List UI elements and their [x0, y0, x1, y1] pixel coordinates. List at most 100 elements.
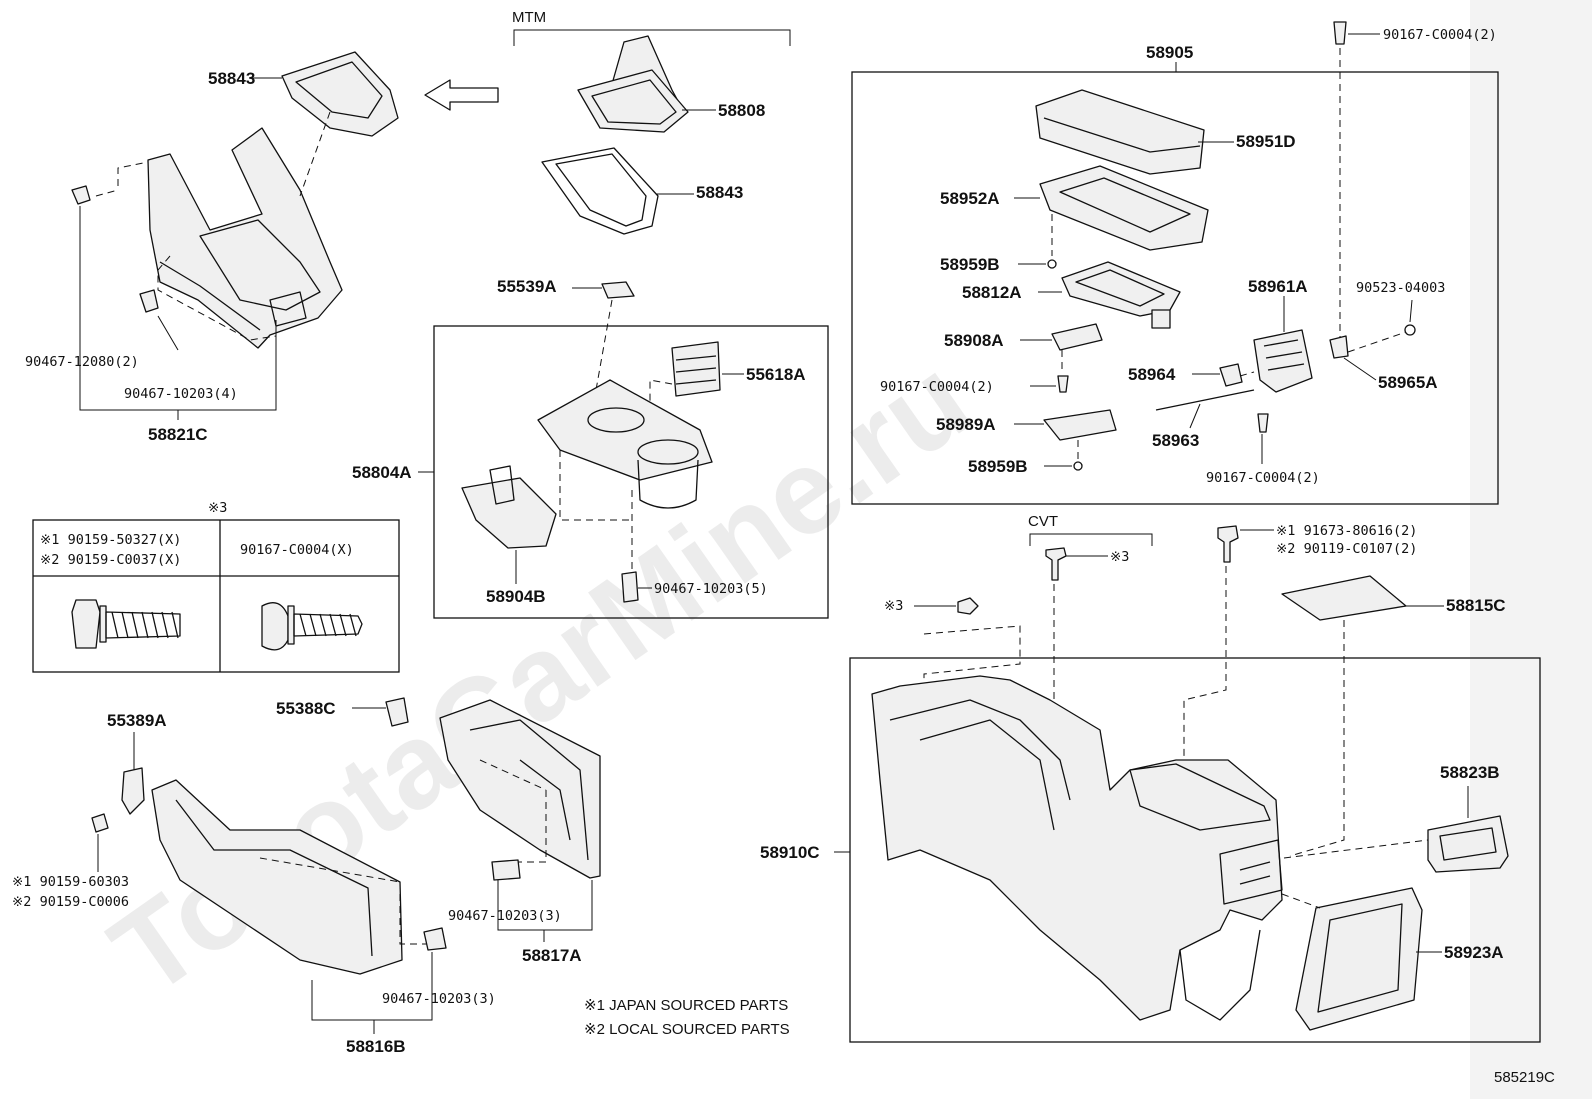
label-55618a: 55618A — [746, 365, 806, 384]
part-58961a-hinge — [1253, 329, 1313, 393]
label-58804a: 58804A — [352, 463, 412, 482]
part-58843-top-bezel — [281, 51, 399, 137]
label-90467-12080: 90467-12080(2) — [25, 354, 139, 370]
dash — [508, 790, 547, 863]
part-58964-stopper — [1219, 363, 1243, 387]
label-58904b: 58904B — [486, 587, 546, 606]
flange-bolt-icon — [71, 599, 181, 649]
label-ref3-screw: ※3 — [884, 598, 903, 614]
part-58959b-pad — [1047, 259, 1057, 269]
part-58923a-panel — [1295, 887, 1423, 1031]
label-55539a: 55539A — [497, 277, 557, 296]
leader — [1409, 299, 1413, 323]
label-58843-mid: 58843 — [696, 183, 743, 202]
label-58910c: 58910C — [760, 843, 820, 862]
part-screw-90159 — [91, 813, 109, 833]
part-58959b-pad-2 — [1073, 461, 1083, 471]
dash — [1239, 371, 1255, 377]
part-clip-90467-10203-5 — [621, 571, 639, 603]
part-58821c-console-panel — [147, 127, 343, 349]
label-55388c: 55388C — [276, 699, 336, 718]
part-58989a-cover — [1043, 409, 1117, 441]
label-58821c: 58821C — [148, 425, 208, 444]
leader-58817a — [497, 880, 593, 931]
leader — [1189, 403, 1201, 429]
dash — [595, 299, 613, 391]
fastener-table-col2: 90167-C0004(X) — [240, 542, 354, 558]
part-58812a-tray — [1061, 261, 1181, 329]
dash — [1281, 893, 1321, 909]
label-90159-c0006: ※2 90159-C0006 — [12, 894, 129, 910]
label-58843-top: 58843 — [208, 69, 255, 88]
dash — [1283, 839, 1429, 859]
label-90167-c0004-top: 90167-C0004(2) — [1383, 27, 1497, 43]
part-bolt-90167-left — [1057, 375, 1069, 393]
label-58964: 58964 — [1128, 365, 1176, 384]
label-90523-04003: 90523-04003 — [1356, 280, 1445, 296]
figure-id: 585219C — [1494, 1069, 1555, 1086]
label-58959b-a: 58959B — [940, 255, 1000, 274]
part-58816b-side-panel — [151, 779, 403, 975]
label-58823b: 58823B — [1440, 763, 1500, 782]
label-90467-10203-3a: 90467-10203(3) — [448, 908, 562, 924]
label-58816b: 58816B — [346, 1037, 406, 1056]
label-90467-10203-5: 90467-10203(5) — [654, 581, 768, 597]
label-58923a: 58923A — [1444, 943, 1504, 962]
part-58823b-tray — [1427, 815, 1509, 873]
part-58815c-mat — [1281, 575, 1407, 621]
label-58908a: 58908A — [944, 331, 1004, 350]
fastener-table-col1-line1: ※1 90159-50327(X) — [40, 532, 181, 548]
dash — [117, 161, 149, 186]
part-55389a-bracket — [121, 767, 145, 815]
part-bolt-90167-top — [1333, 21, 1347, 45]
part-58804a-cupholder — [537, 379, 713, 509]
label-90159-60303: ※1 90159-60303 — [12, 874, 129, 890]
part-58817a-side-panel — [439, 699, 601, 879]
part-55539a-cap — [601, 281, 635, 299]
washer-screw-icon — [261, 602, 363, 651]
part-58908a-latch — [1051, 323, 1103, 351]
label-90119-c0107: ※2 90119-C0107(2) — [1276, 541, 1417, 557]
label-ref3-cvt: ※3 — [1110, 549, 1129, 565]
label-91673-80616: ※1 91673-80616(2) — [1276, 523, 1417, 539]
leader-58816b — [311, 952, 433, 1021]
label-58961a: 58961A — [1248, 277, 1308, 296]
part-90523-ring — [1404, 324, 1416, 336]
dash — [1347, 331, 1407, 353]
label-58959b-b: 58959B — [968, 457, 1028, 476]
part-clip-90467-12080 — [71, 185, 91, 205]
leader — [1343, 357, 1377, 381]
label-58951d: 58951D — [1236, 132, 1296, 151]
dash — [479, 759, 547, 791]
dash — [399, 882, 428, 945]
label-58817a: 58817A — [522, 946, 582, 965]
dash — [95, 189, 119, 197]
label-90467-10203-3b: 90467-10203(3) — [382, 991, 496, 1007]
part-screw-ref3 — [957, 597, 979, 615]
part-cvt-bolt — [1045, 547, 1067, 581]
label-90167-c0004-left: 90167-C0004(2) — [880, 379, 994, 395]
fastener-table — [32, 519, 400, 673]
right-margin — [1470, 0, 1592, 1099]
label-55389a: 55389A — [107, 711, 167, 730]
part-58904b-tray — [461, 465, 557, 549]
group-box-58905 — [851, 71, 1499, 505]
label-58812a: 58812A — [962, 283, 1022, 302]
dash — [1289, 620, 1345, 857]
leader — [157, 315, 179, 351]
label-58808: 58808 — [718, 101, 765, 120]
part-clip-90467-10203-3b — [423, 927, 447, 951]
label-90167-c0004-bot: 90167-C0004(2) — [1206, 470, 1320, 486]
dash — [157, 255, 277, 341]
part-clip-90467-10203 — [139, 289, 159, 313]
label-mtm: MTM — [512, 9, 546, 26]
note-local-sourced: ※2 LOCAL SOURCED PARTS — [584, 1021, 790, 1038]
label-90467-10203-4: 90467-10203(4) — [124, 386, 238, 402]
note-japan-sourced: ※1 JAPAN SOURCED PARTS — [584, 997, 788, 1014]
label-58905: 58905 — [1146, 43, 1193, 62]
fastener-table-title: ※3 — [208, 500, 227, 516]
dash — [299, 111, 331, 197]
label-58965a: 58965A — [1378, 373, 1438, 392]
part-58910c-console-box — [871, 675, 1283, 1021]
